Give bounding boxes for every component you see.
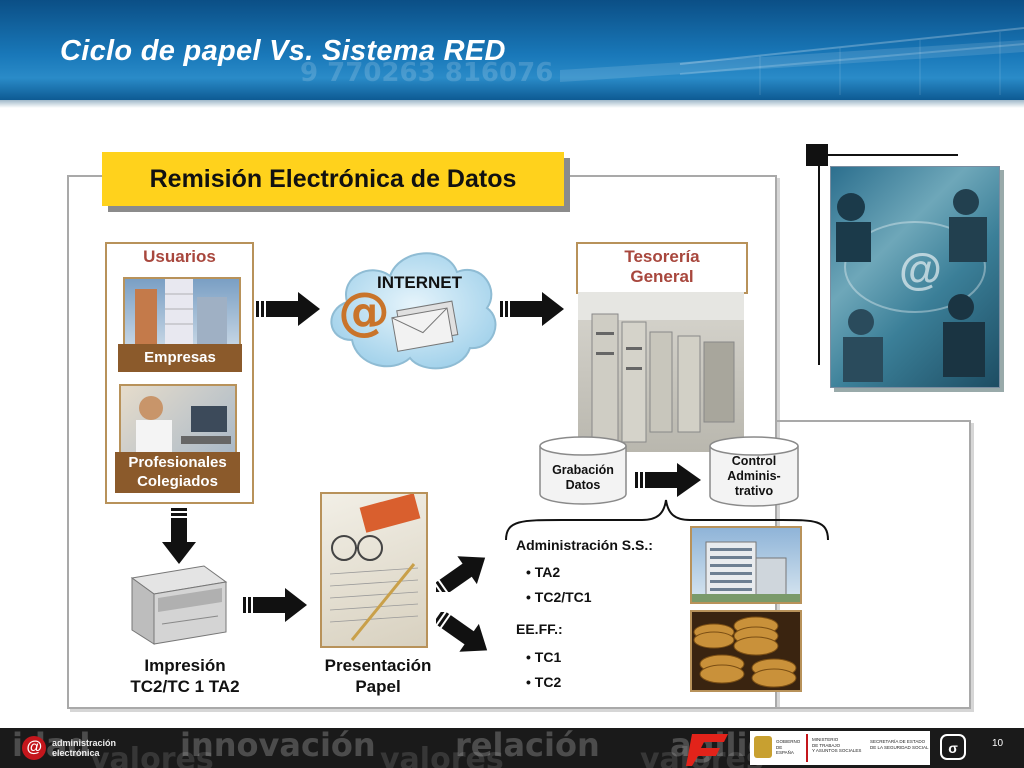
presentacion-line1: Presentación [324,656,432,675]
control-line2: Adminis- [727,469,781,483]
list-item: • TA2 [526,564,561,580]
list-item: • TC2 [526,674,562,690]
control-administrativo-label: Control Adminis- trativo [710,454,798,499]
grabacion-datos-label: Grabación Datos [540,463,626,493]
impresion-line1: Impresión [144,656,226,675]
curly-brace [505,499,829,541]
ministerio-line2: DE TRABAJO [812,742,841,748]
eeff-heading: EE.FF.: [516,621,563,637]
arrow-grabacion-to-control [635,463,701,497]
red-brand-logo-icon [686,734,728,766]
corner-line-horizontal [818,154,958,156]
empresas-label: Empresas [118,344,242,372]
footer-word: relación [455,728,600,764]
ministerio-label: MINISTERIO DE TRABAJO Y ASUNTOS SOCIALES [812,737,861,754]
profesionales-line1: Profesionales [128,454,227,471]
spain-coat-of-arms-icon [754,736,772,758]
grabacion-line1: Grabación [552,463,614,477]
internet-label: INTERNET [377,273,462,292]
arrow-to-admin-ss [436,556,486,592]
slide-footer: idad innovación relación agilidad valore… [0,728,1024,768]
slide-title: Ciclo de papel Vs. Sistema RED [60,35,506,67]
footer-word: innovación [180,728,376,764]
at-email-icon: @ [338,282,390,342]
presentacion-label: Presentación Papel [300,655,456,697]
envelope-icon [391,300,459,352]
impresion-label: Impresión TC2/TC 1 TA2 [100,655,270,697]
arrow-usuarios-to-impresion [162,508,196,564]
professionals-photo [119,384,237,460]
footer-word-lower: valores [380,742,504,768]
paper-documents-photo [320,492,428,648]
corner-square [806,144,828,166]
grabacion-line2: Datos [565,478,601,492]
ae-logo-line1: administración [52,738,117,748]
ministerio-line3: Y ASUNTOS SOCIALES [812,748,862,753]
ae-logo-icon: @ [22,736,46,760]
profesionales-label: Profesionales Colegiados [115,452,240,493]
footer-word-lower: valores [90,742,214,768]
social-security-building-photo [690,526,802,604]
government-logos-strip: GOBIERNO DE ESPAÑA MINISTERIO DE TRABAJO… [750,731,930,765]
gobierno-label: GOBIERNO DE ESPAÑA [776,739,801,755]
at-sign-icon: @ [899,245,942,294]
control-line1: Control [731,454,777,468]
arrow-to-eeff [436,612,488,652]
printer-icon [130,565,228,645]
header-bridge-graphic [560,27,1024,95]
corner-line-vertical [818,160,820,365]
eeff-list: • TC1 • TC2 [526,645,561,695]
arrow-internet-to-tesoreria [500,292,564,326]
buildings-photo [123,277,241,351]
grabacion-datos-cylinder [539,436,627,505]
usuarios-title: Usuarios [143,247,216,266]
admin-ss-heading: Administración S.S.: [516,537,653,553]
secretaria-line2: DE LA SEGURIDAD SOCIAL [870,744,929,750]
header-shadow [0,100,1024,108]
diagram-title-banner: Remisión Electrónica de Datos [102,152,564,206]
ministerio-line1: MINISTERIO [812,737,839,742]
secretaria-line1: SECRETARÍA DE ESTADO [870,739,926,744]
profesionales-line2: Colegiados [137,473,218,490]
presentacion-line2: Papel [355,677,401,696]
arrow-usuarios-to-internet [256,292,320,326]
page-number: 10 [992,738,1004,749]
header-background-digits: 9 770263 816076 [300,58,554,88]
impresion-line2: TC2/TC 1 TA2 [130,677,240,696]
secretaria-label: SECRETARÍA DE ESTADO DE LA SEGURIDAD SOC… [870,739,929,750]
coins-photo [690,610,802,692]
list-item: • TC2/TC1 [526,589,592,605]
arrow-impresion-to-presentacion [243,588,307,622]
server-room-photo [578,292,744,452]
control-administrativo-cylinder [709,436,799,507]
diagram-frame-extension [775,420,971,709]
tesoreria-title-line1: Tesorería [624,247,700,266]
admin-ss-list: • TA2 • TC2/TC1 [526,560,592,610]
seguridad-social-logo-icon: σ [940,734,966,760]
ae-logo-line2: electrónica [52,748,100,758]
divider [806,734,808,762]
tesoreria-title: Tesorería General [578,247,746,287]
meeting-people-photo: @ [830,166,1000,388]
ae-logo-text: administración electrónica [52,738,116,758]
control-line3: trativo [734,484,774,498]
slide-header: 9 770263 816076 [0,0,1024,100]
tesoreria-title-line2: General [630,267,694,286]
list-item: • TC1 [526,649,562,665]
